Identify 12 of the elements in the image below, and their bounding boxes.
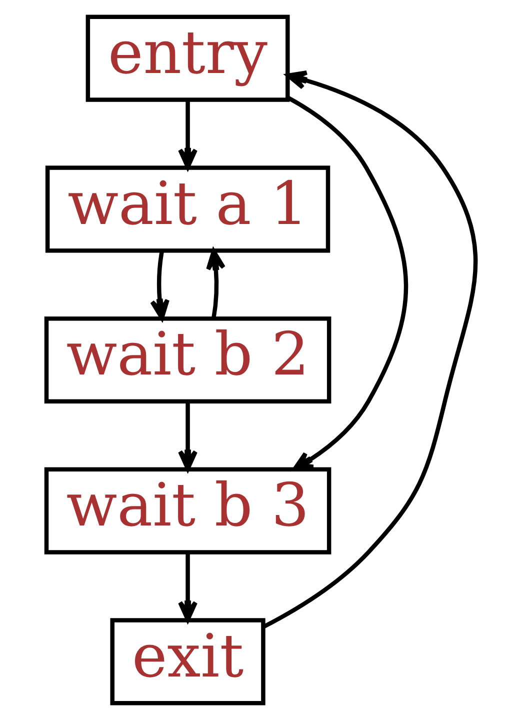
arrow — [150, 250, 170, 320]
arrow — [178, 402, 198, 471]
node-box: wait b 3 — [44, 467, 332, 554]
arrow — [206, 249, 226, 318]
node-box: wait b 2 — [44, 316, 332, 404]
node-box: exit — [110, 618, 266, 706]
arrow — [178, 100, 198, 170]
arrow — [262, 70, 478, 628]
node-box: wait a 1 — [45, 166, 330, 253]
arrow — [178, 553, 198, 622]
arrow — [288, 96, 408, 472]
node-box: entry — [86, 14, 290, 102]
